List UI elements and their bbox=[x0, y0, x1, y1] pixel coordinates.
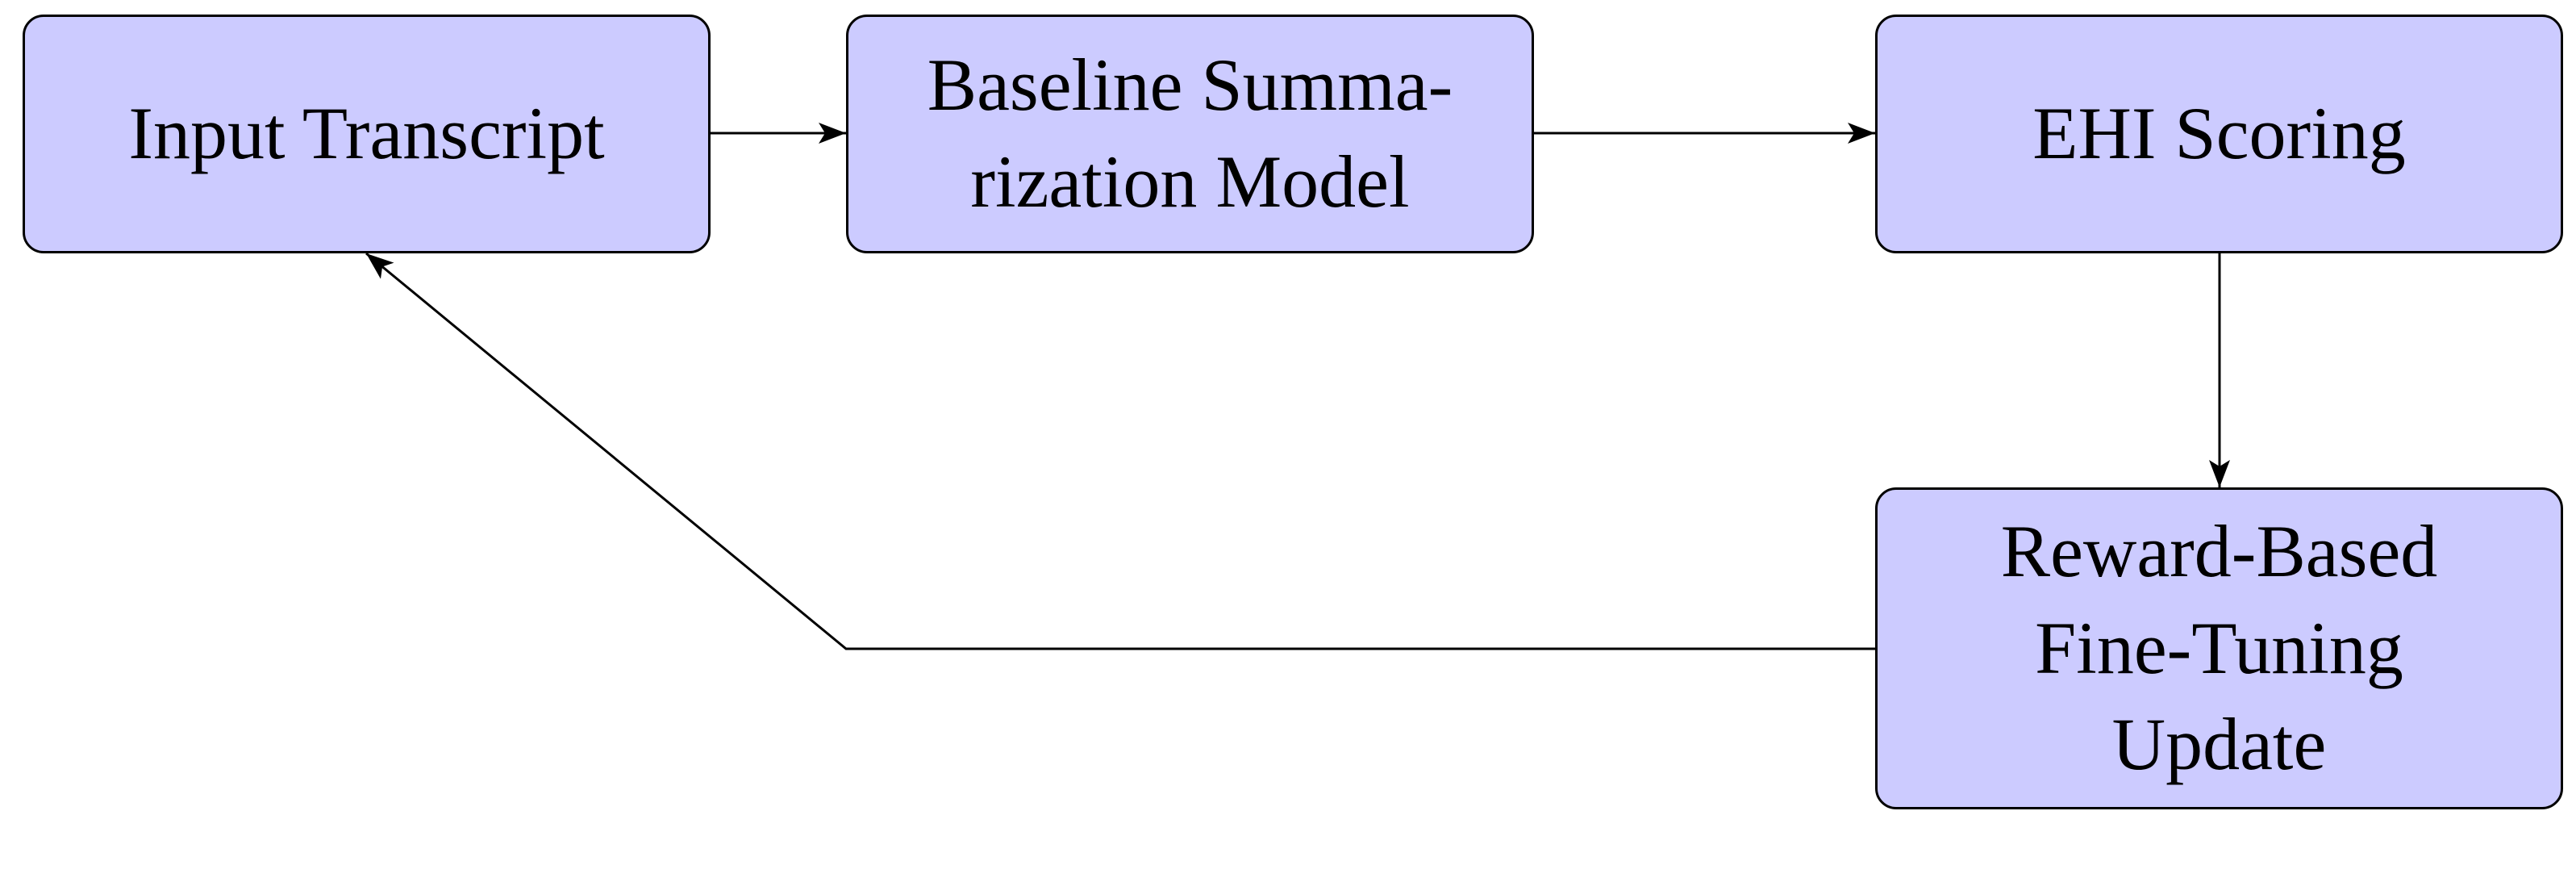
node-input-line-1: Input Transcript bbox=[128, 92, 605, 175]
node-reward-line-1: Reward-Based bbox=[2000, 510, 2438, 593]
node-reward-line-2: Fine-Tuning bbox=[2035, 606, 2403, 689]
node-baseline-line-1: Baseline Summa- bbox=[927, 44, 1453, 127]
node-baseline-summarization-model: Baseline Summa- rization Model bbox=[846, 15, 1534, 253]
node-baseline-line-2: rization Model bbox=[970, 140, 1410, 223]
node-reward-based-fine-tuning-update: Reward-Based Fine-Tuning Update bbox=[1875, 487, 2563, 809]
node-input-transcript: Input Transcript bbox=[23, 15, 711, 253]
edge-reward-to-input bbox=[365, 252, 1875, 650]
node-ehi-line-1: EHI Scoring bbox=[2032, 92, 2406, 175]
node-ehi-scoring: EHI Scoring bbox=[1875, 15, 2563, 253]
node-reward-line-3: Update bbox=[2111, 703, 2327, 786]
